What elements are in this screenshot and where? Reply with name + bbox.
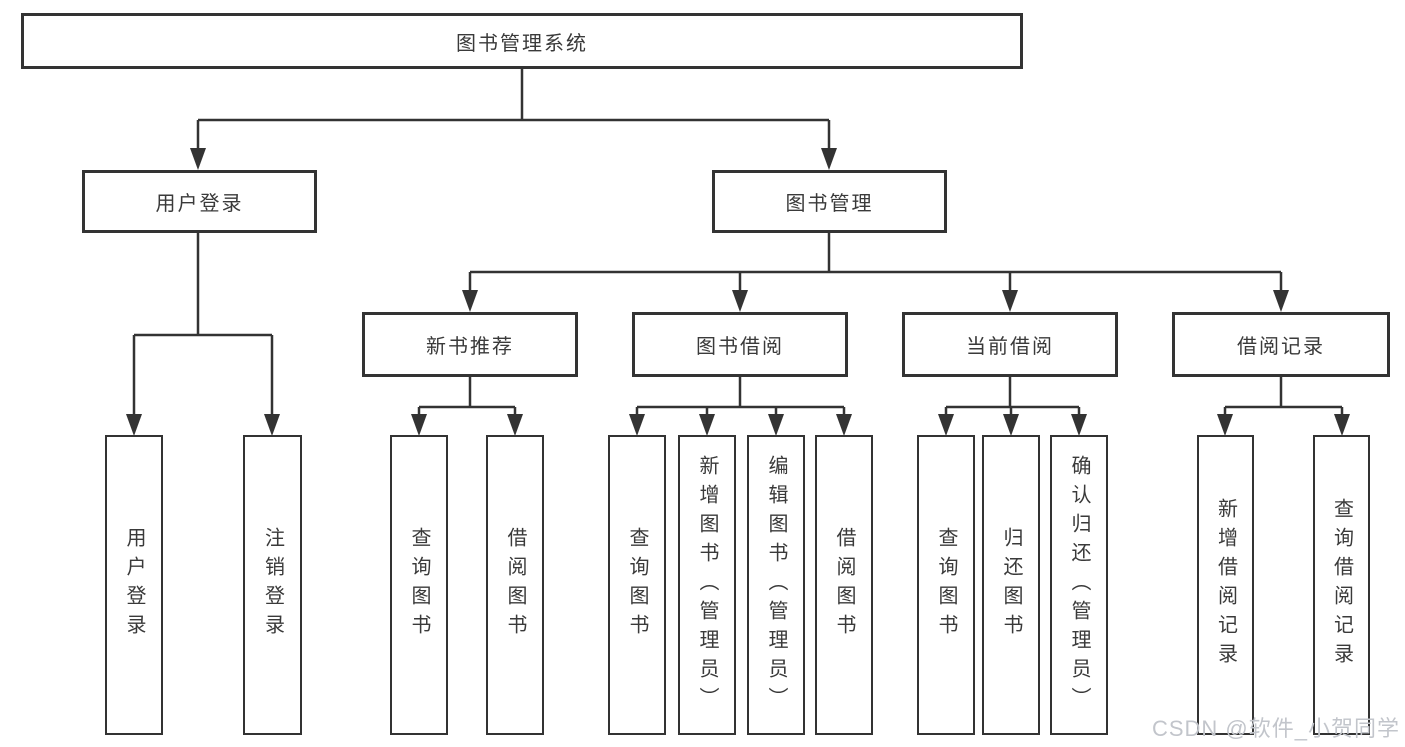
leaf-label: 借阅图书 <box>504 527 526 643</box>
leaf-logout: 注销登录 <box>243 435 302 735</box>
leaf-add-books-admin: 新增图书（管理员） <box>678 435 736 735</box>
leaf-user-login: 用户登录 <box>105 435 163 735</box>
leaf-borrow-books-borrowing: 借阅图书 <box>815 435 873 735</box>
leaf-label: 查询图书 <box>626 527 648 643</box>
leaf-query-books-current: 查询图书 <box>917 435 975 735</box>
node-label: 图书借阅 <box>696 336 784 358</box>
leaf-confirm-return-admin: 确认归还（管理员） <box>1050 435 1108 735</box>
node-label: 图书管理 <box>785 193 874 215</box>
leaf-label: 归还图书 <box>1000 527 1022 643</box>
leaf-query-books-borrowing: 查询图书 <box>608 435 666 735</box>
leaf-label: 查询借阅记录 <box>1330 498 1353 672</box>
node-label: 用户登录 <box>155 193 244 215</box>
node-book-borrowing: 图书借阅 <box>632 312 848 377</box>
node-book-management-branch: 图书管理 <box>712 170 947 233</box>
node-label: 新书推荐 <box>426 336 514 358</box>
node-book-management-system: 图书管理系统 <box>21 13 1023 69</box>
leaf-label: 查询图书 <box>408 527 430 643</box>
leaf-label: 借阅图书 <box>833 527 855 643</box>
leaf-label: 新增借阅记录 <box>1214 498 1237 672</box>
leaf-query-borrow-record: 查询借阅记录 <box>1313 435 1370 735</box>
node-current-borrowing: 当前借阅 <box>902 312 1118 377</box>
leaf-label: 用户登录 <box>123 527 145 643</box>
node-label: 图书管理系统 <box>456 32 588 55</box>
leaf-label: 注销登录 <box>261 527 284 643</box>
leaf-borrow-books-recommendation: 借阅图书 <box>486 435 544 735</box>
leaf-label: 查询图书 <box>935 527 957 643</box>
leaf-query-books-recommendation: 查询图书 <box>390 435 448 735</box>
csdn-watermark: CSDN @软件_小贺同学 <box>1151 716 1400 741</box>
node-label: 借阅记录 <box>1237 336 1325 358</box>
node-user-login-branch: 用户登录 <box>82 170 317 233</box>
node-label: 当前借阅 <box>966 336 1054 358</box>
leaf-return-books: 归还图书 <box>982 435 1040 735</box>
leaf-label: 确认归还（管理员） <box>1068 454 1090 716</box>
leaf-add-borrow-record: 新增借阅记录 <box>1197 435 1254 735</box>
node-new-book-recommendation: 新书推荐 <box>362 312 578 377</box>
node-borrowing-records: 借阅记录 <box>1172 312 1390 377</box>
leaf-label: 编辑图书（管理员） <box>765 454 787 716</box>
leaf-label: 新增图书（管理员） <box>696 454 718 716</box>
leaf-edit-books-admin: 编辑图书（管理员） <box>747 435 805 735</box>
